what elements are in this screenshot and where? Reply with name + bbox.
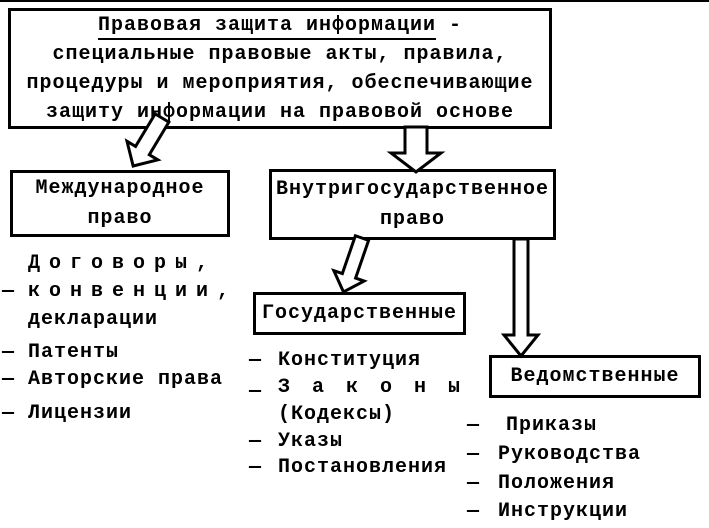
node-label: право — [87, 206, 153, 230]
arrow-domestic-to-state-icon — [331, 233, 371, 294]
arrow-domestic-to-departmental-icon — [500, 237, 542, 359]
node-definition-line: защиту информации на правовой основе — [45, 100, 515, 124]
dash-bullet-icon: — — [249, 380, 263, 403]
node-definition-line: специальные правовые акты, правила, — [52, 42, 508, 66]
list-item-codes: (Кодексы) — [278, 403, 396, 426]
list-item-text: Приказы — [506, 414, 598, 437]
node-departmental-acts: Ведомственные — [489, 355, 701, 398]
list-item-licenses: — Лицензии — [2, 401, 132, 427]
dash-bullet-icon: — — [467, 414, 481, 437]
node-definition-line: процедуры и мероприятия, обеспечивающие — [26, 71, 534, 95]
list-item-text: конвенции, — [28, 280, 239, 303]
node-title-suffix: - — [436, 13, 463, 37]
list-item-manuals: — Руководства — [467, 442, 641, 468]
list-item-treaties-line3: декларации — [28, 308, 159, 331]
dash-bullet-icon: — — [2, 368, 16, 391]
node-label: Внутригосударственное — [275, 177, 550, 201]
dash-bullet-icon: — — [249, 430, 263, 453]
list-item-decrees: — Указы — [249, 429, 343, 455]
list-item-text: Положения — [498, 472, 616, 495]
node-label: Государственные — [261, 302, 458, 325]
dash-bullet-icon: — — [467, 500, 481, 523]
list-item-text: Патенты — [28, 341, 120, 364]
list-item-orders: — Приказы — [467, 413, 597, 439]
list-item-text: Авторские права — [28, 368, 224, 391]
list-item-text: Указы — [278, 430, 344, 453]
node-title-line: Правовая защита информации - — [97, 11, 463, 40]
node-legal-protection: Правовая защита информации - специальные… — [8, 8, 552, 129]
node-label: право — [379, 207, 445, 231]
list-item-patents: — Патенты — [2, 340, 119, 366]
list-item-text: Инструкции — [498, 500, 629, 523]
list-item-regulations: — Положения — [467, 471, 615, 497]
dash-bullet-icon: — — [2, 402, 16, 425]
dash-bullet-icon: — — [249, 349, 263, 372]
dash-bullet-icon: — — [2, 341, 16, 364]
list-item-text: Конституция — [278, 349, 422, 372]
list-item-treaties-line2: — конвенции, — [2, 279, 238, 305]
dash-bullet-icon: — — [2, 280, 16, 303]
list-item-text: Руководства — [498, 443, 642, 466]
dash-bullet-icon: — — [249, 456, 263, 479]
dash-bullet-icon: — — [467, 472, 481, 495]
list-item-text: Законы — [278, 376, 483, 399]
arrow-top-to-domestic-icon — [386, 125, 446, 174]
list-item-instructions: — Инструкции — [467, 499, 628, 525]
list-item-resolutions: — Постановления — [249, 455, 447, 481]
node-label: Ведомственные — [510, 365, 680, 388]
list-item-text: Лицензии — [28, 402, 133, 425]
node-international-law: Международное право — [10, 170, 230, 237]
node-domestic-law: Внутригосударственное право — [269, 169, 556, 240]
image-top-border — [0, 0, 709, 2]
list-item-constitution: — Конституция — [249, 348, 421, 374]
node-label: Международное — [35, 176, 205, 200]
node-title: Правовая защита информации — [97, 13, 437, 40]
list-item-text: Постановления — [278, 456, 448, 479]
node-state-acts: Государственные — [253, 292, 466, 335]
list-item-treaties-line1: Договоры, — [28, 252, 218, 275]
list-item-copyright: — Авторские права — [2, 367, 223, 393]
list-item-laws: — Законы — [249, 375, 483, 403]
dash-bullet-icon: — — [467, 443, 481, 466]
